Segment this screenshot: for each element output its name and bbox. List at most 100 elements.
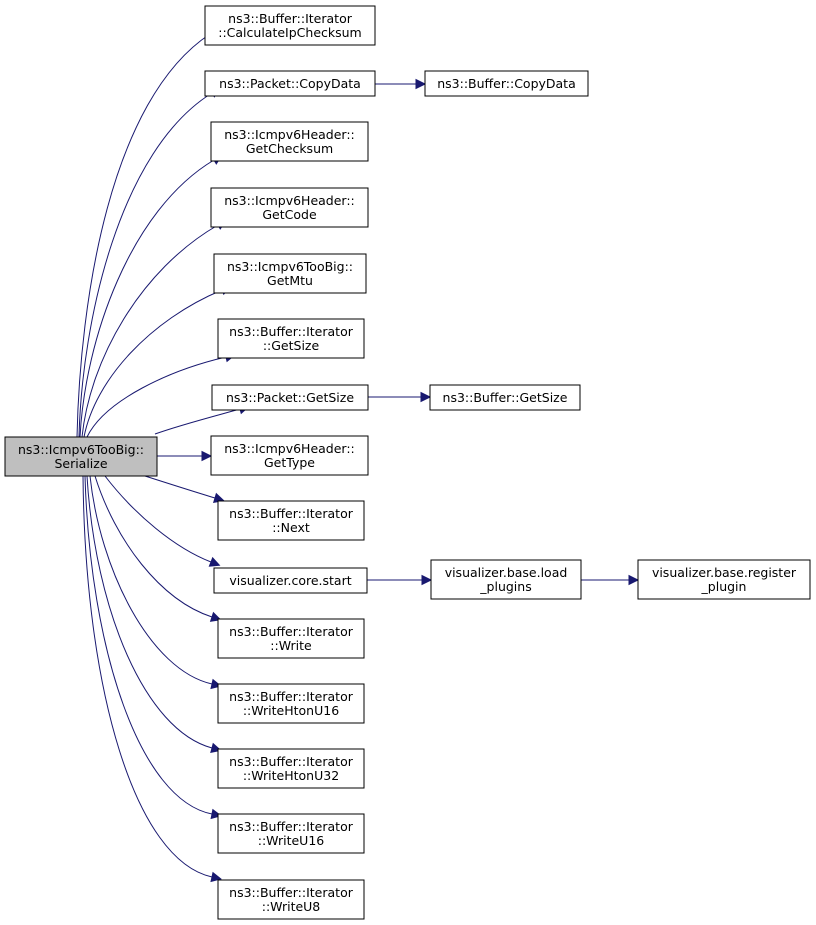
node-box — [211, 384, 369, 411]
arrowhead-icon — [420, 391, 432, 403]
node-it-writehton16[interactable]: ns3::Buffer::Iterator::WriteHtonU16 — [217, 683, 365, 724]
node-label-line: ns3::Icmpv6Header:: — [224, 127, 355, 142]
node-box — [217, 879, 365, 920]
edge-serialize-to-it_writeu16 — [84, 475, 222, 820]
node-box — [430, 559, 582, 600]
node-box — [210, 121, 369, 162]
node-pkt-getsize[interactable]: ns3::Packet::GetSize — [211, 384, 369, 411]
node-label-line: visualizer.core.start — [229, 573, 351, 588]
edge-line — [79, 159, 215, 438]
node-label-line: ns3::Buffer::Iterator — [229, 885, 354, 900]
edge-line — [104, 475, 212, 563]
arrowhead-icon — [208, 556, 221, 567]
edge-serialize-to-get_type — [157, 450, 213, 462]
node-box — [204, 5, 376, 46]
edge-serialize-to-it_writehton16 — [89, 475, 222, 690]
node-label-line: _plugins — [479, 579, 531, 594]
node-it-write[interactable]: ns3::Buffer::Iterator::Write — [217, 618, 365, 659]
node-get-checksum[interactable]: ns3::Icmpv6Header::GetChecksum — [210, 121, 369, 162]
edge-line — [84, 475, 213, 815]
edge-line — [81, 224, 219, 438]
node-get-mtu[interactable]: ns3::Icmpv6TooBig::GetMtu — [213, 253, 367, 294]
node-box — [217, 618, 365, 659]
edge-serialize-to-it_next — [144, 475, 225, 503]
node-label-line: ns3::Buffer::Iterator — [228, 11, 353, 26]
node-it-writeu16[interactable]: ns3::Buffer::Iterator::WriteU16 — [217, 813, 365, 854]
node-label-line: GetType — [264, 455, 315, 470]
node-pkt-copydata[interactable]: ns3::Packet::CopyData — [204, 70, 376, 97]
edge-serialize-to-it_writeu8 — [82, 475, 222, 883]
node-buf-copydata[interactable]: ns3::Buffer::CopyData — [424, 70, 589, 97]
node-viz-start[interactable]: visualizer.core.start — [213, 567, 368, 594]
edge-line — [86, 356, 227, 438]
edge-line — [86, 475, 213, 749]
node-serialize[interactable]: ns3::Icmpv6TooBig::Serialize — [4, 436, 158, 477]
node-get-code[interactable]: ns3::Icmpv6Header::GetCode — [210, 187, 369, 228]
node-label-line: ::WriteU8 — [262, 899, 321, 914]
node-box — [217, 318, 365, 359]
edge-line — [76, 33, 211, 438]
node-label-line: ns3::Packet::CopyData — [219, 76, 361, 91]
nodes-layer: ns3::Icmpv6TooBig::Serializens3::Buffer:… — [4, 5, 811, 920]
node-label-line: ns3::Icmpv6TooBig:: — [18, 442, 144, 457]
node-label-line: ns3::Icmpv6TooBig:: — [227, 259, 353, 274]
node-box — [213, 253, 367, 294]
node-box — [217, 500, 365, 541]
arrowhead-icon — [628, 574, 640, 586]
node-box — [204, 70, 376, 97]
arrowhead-icon — [210, 871, 222, 883]
edge-viz_load-to-viz_register — [581, 574, 640, 586]
node-label-line: ns3::Buffer::Iterator — [229, 324, 354, 339]
node-box — [424, 70, 589, 97]
node-get-type[interactable]: ns3::Icmpv6Header::GetType — [210, 435, 369, 476]
node-label-line: ns3::Buffer::CopyData — [437, 76, 576, 91]
node-label-line: ::GetSize — [263, 338, 320, 353]
node-label-line: ns3::Buffer::Iterator — [229, 689, 354, 704]
node-label-line: visualizer.base.load — [445, 565, 568, 580]
node-label-line: GetMtu — [267, 273, 313, 288]
edge-serialize-to-viz_start — [104, 475, 221, 567]
node-label-line: ::WriteHtonU32 — [243, 768, 339, 783]
edge-line — [82, 475, 213, 878]
node-it-writehton32[interactable]: ns3::Buffer::Iterator::WriteHtonU32 — [217, 748, 365, 789]
edge-serialize-to-it_write — [94, 475, 222, 622]
node-it-writeu8[interactable]: ns3::Buffer::Iterator::WriteU8 — [217, 879, 365, 920]
node-label-line: Serialize — [54, 456, 107, 471]
node-box — [4, 436, 158, 477]
node-box — [210, 435, 369, 476]
node-label-line: ns3::Packet::GetSize — [226, 390, 354, 405]
node-label-line: ns3::Buffer::GetSize — [443, 390, 568, 405]
edge-pkt_getsize-to-buf_getsize — [368, 391, 432, 403]
node-box — [217, 683, 365, 724]
node-label-line: ns3::Icmpv6Header:: — [224, 193, 355, 208]
edge-serialize-to-get_code — [81, 219, 227, 438]
edge-line — [154, 408, 241, 435]
node-viz-register[interactable]: visualizer.base.register_plugin — [637, 559, 811, 600]
node-label-line: ns3::Buffer::Iterator — [229, 754, 354, 769]
node-calc-ip[interactable]: ns3::Buffer::Iterator::CalculateIpChecks… — [204, 5, 376, 46]
node-box — [210, 187, 369, 228]
node-label-line: ::Write — [270, 638, 312, 653]
node-it-getsize[interactable]: ns3::Buffer::Iterator::GetSize — [217, 318, 365, 359]
node-label-line: ns3::Icmpv6Header:: — [224, 441, 355, 456]
edge-serialize-to-it_writehton32 — [86, 475, 222, 753]
node-label-line: ::Next — [272, 520, 310, 535]
node-buf-getsize[interactable]: ns3::Buffer::GetSize — [429, 384, 581, 411]
node-label-line: GetChecksum — [246, 141, 333, 156]
node-box — [637, 559, 811, 600]
edge-serialize-to-calc_ip — [76, 28, 219, 438]
node-box — [429, 384, 581, 411]
edge-viz_start-to-viz_load — [367, 574, 433, 586]
node-label-line: ::WriteHtonU16 — [243, 703, 339, 718]
edge-line — [144, 475, 216, 499]
edge-pkt_copydata-to-buf_copydata — [375, 78, 427, 90]
arrowhead-icon — [415, 78, 427, 90]
node-box — [217, 748, 365, 789]
edge-serialize-to-get_checksum — [79, 154, 223, 438]
node-label-line: ::CalculateIpChecksum — [218, 25, 362, 40]
node-it-next[interactable]: ns3::Buffer::Iterator::Next — [217, 500, 365, 541]
node-label-line: ns3::Buffer::Iterator — [229, 506, 354, 521]
node-box — [213, 567, 368, 594]
edge-line — [94, 475, 213, 618]
node-viz-load[interactable]: visualizer.base.load_plugins — [430, 559, 582, 600]
